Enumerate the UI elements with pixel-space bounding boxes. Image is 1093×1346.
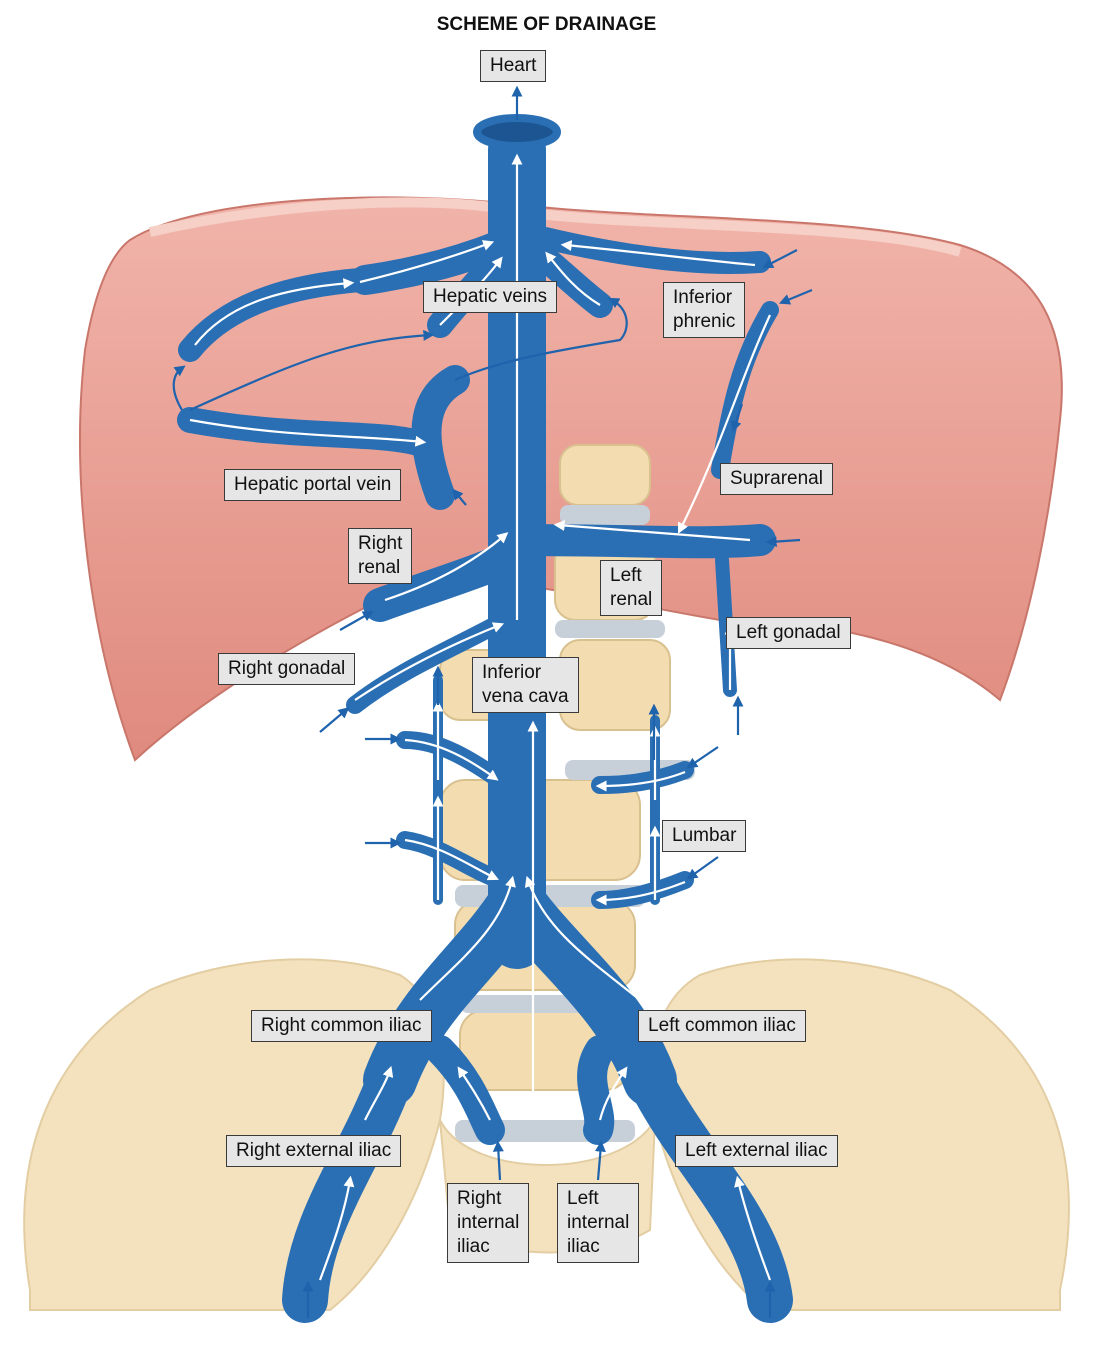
label-right-gonadal: Right gonadal xyxy=(218,653,355,685)
label-inferior-vena-cava: Inferior vena cava xyxy=(472,657,579,713)
ivc-opening xyxy=(477,118,557,146)
label-right-renal: Right renal xyxy=(348,528,412,584)
label-left-renal: Left renal xyxy=(600,560,662,616)
label-inferior-phrenic: Inferior phrenic xyxy=(663,282,745,338)
label-left-common-iliac: Left common iliac xyxy=(638,1010,806,1042)
label-left-internal-iliac: Left internal iliac xyxy=(557,1183,639,1263)
label-lumbar: Lumbar xyxy=(662,820,746,852)
label-right-internal-iliac: Right internal iliac xyxy=(447,1183,529,1263)
label-right-common-iliac: Right common iliac xyxy=(251,1010,432,1042)
label-right-external-iliac: Right external iliac xyxy=(226,1135,401,1167)
label-hepatic-portal-vein: Hepatic portal vein xyxy=(224,469,401,501)
label-left-gonadal: Left gonadal xyxy=(726,617,851,649)
label-suprarenal: Suprarenal xyxy=(720,463,833,495)
label-heart: Heart xyxy=(480,50,546,82)
diagram-title: SCHEME OF DRAINAGE xyxy=(0,14,1093,36)
label-hepatic-veins: Hepatic veins xyxy=(423,281,557,313)
label-left-external-iliac: Left external iliac xyxy=(675,1135,838,1167)
